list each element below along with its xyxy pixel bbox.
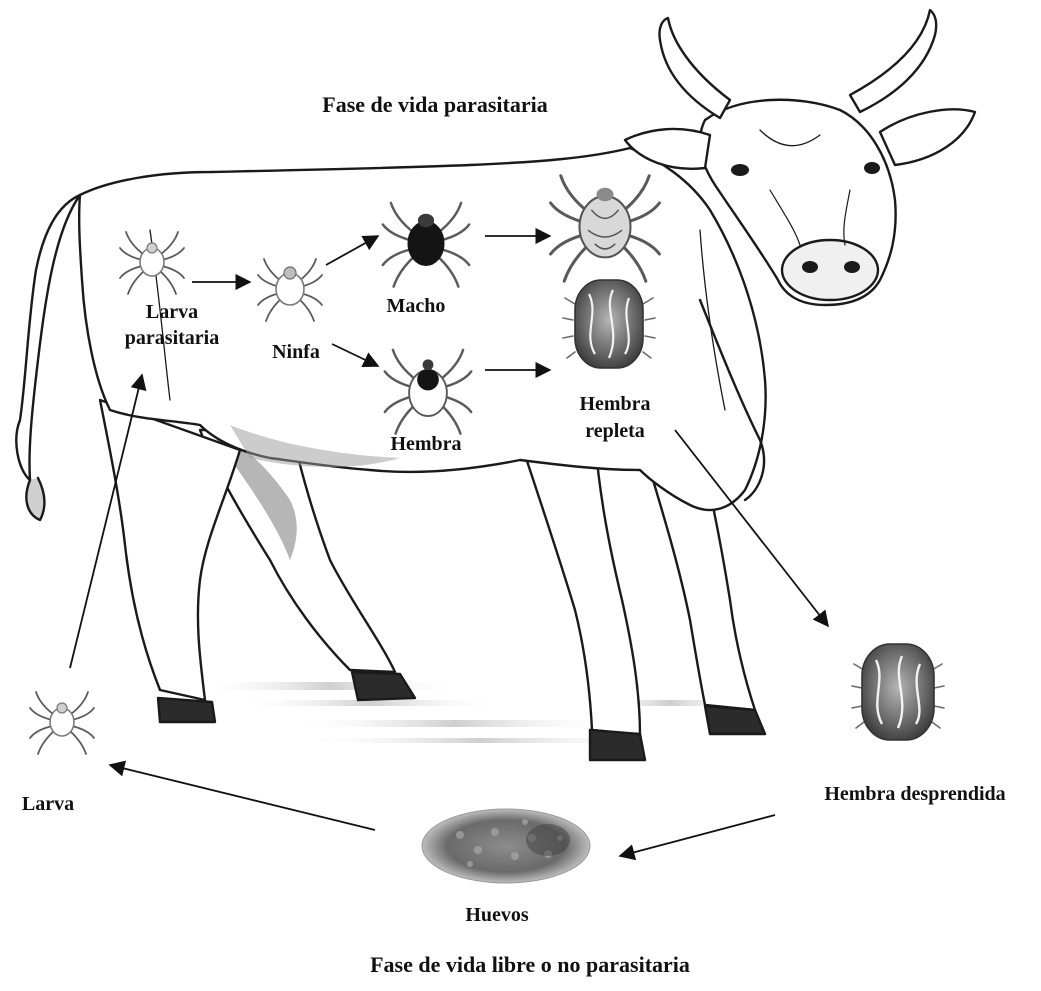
cow-rear-leg-near [100, 400, 240, 700]
huevos-label: Huevos [465, 904, 529, 926]
free-phase-title: Fase de vida libre o no parasitaria [370, 952, 690, 977]
parasitic-phase-title: Fase de vida parasitaria [322, 92, 548, 117]
cow-muzzle [782, 240, 878, 300]
ninfa-label: Ninfa [272, 341, 320, 363]
cow-tail [16, 195, 80, 480]
egg-mass-icon [422, 809, 590, 883]
arrow-huevos-to-larva [110, 765, 375, 830]
detached-female-tick-icon [852, 644, 944, 740]
hembra-desprendida-label: Hembra desprendida [824, 783, 1005, 805]
cow-horn-left [659, 18, 730, 118]
hembra-label: Hembra [390, 433, 461, 455]
cow-ear-right [880, 109, 975, 165]
larva-parasitaria-label: Larva [146, 301, 198, 323]
cow-illustration [16, 10, 975, 760]
ground-shadows [200, 682, 760, 743]
hembra-repleta-label: Hembra [579, 393, 650, 415]
free-larva-icon [30, 692, 94, 754]
cow-horn-right [850, 10, 936, 112]
larva-parasitaria-label-2: parasitaria [125, 327, 219, 349]
cow-front-leg-near [520, 440, 640, 735]
hembra-repleta-label-2: repleta [585, 420, 645, 442]
larva-label: Larva [22, 793, 74, 815]
arrow-desprendida-to-huevos [620, 815, 775, 856]
macho-label: Macho [387, 295, 446, 317]
